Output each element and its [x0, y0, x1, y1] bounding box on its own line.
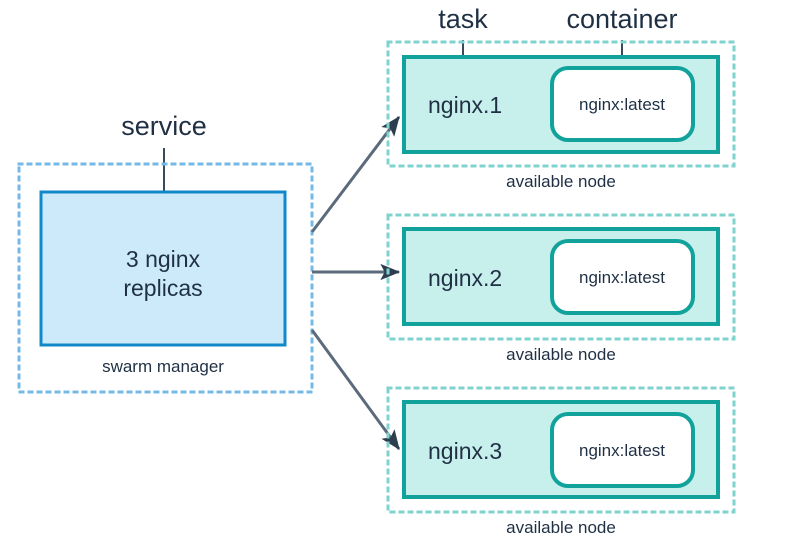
swarm-manager-caption: swarm manager [102, 357, 224, 376]
service-to-node-arrows [310, 116, 401, 450]
node-caption-2: available node [506, 345, 616, 364]
container-box-3[interactable] [550, 412, 695, 488]
container-label-1: nginx:latest [579, 95, 665, 114]
service-box[interactable] [39, 190, 287, 347]
node-callouts: task container [438, 4, 678, 90]
callout-label-container: container [566, 4, 677, 34]
service-box-line2: replicas [123, 275, 202, 301]
task-label-1: nginx.1 [428, 92, 502, 118]
container-label-2: nginx:latest [579, 268, 665, 287]
swarm-manager-boundary [17, 162, 314, 394]
available-node-2: nginx.2 nginx:latest available node [386, 213, 736, 364]
arrow-to-node-3 [310, 329, 401, 450]
available-node-3: nginx.3 nginx:latest available node [386, 386, 736, 537]
swarm-manager-group: service 3 nginx replicas swarm manager [17, 111, 314, 394]
callout-label-service: service [121, 111, 207, 141]
task-label-3: nginx.3 [428, 438, 502, 464]
node-caption-1: available node [506, 172, 616, 191]
container-box-2[interactable] [550, 239, 695, 315]
node-caption-3: available node [506, 518, 616, 537]
task-label-2: nginx.2 [428, 265, 502, 291]
callout-label-task: task [438, 4, 488, 34]
node-boundary-3 [386, 386, 736, 514]
arrow-to-node-1 [310, 116, 401, 233]
node-boundary-2 [386, 213, 736, 341]
available-node-1: nginx.1 nginx:latest available node [386, 40, 736, 191]
container-label-3: nginx:latest [579, 441, 665, 460]
service-box-line1: 3 nginx [126, 246, 201, 272]
container-box-1[interactable] [550, 66, 695, 142]
node-boundary-1 [386, 40, 736, 168]
